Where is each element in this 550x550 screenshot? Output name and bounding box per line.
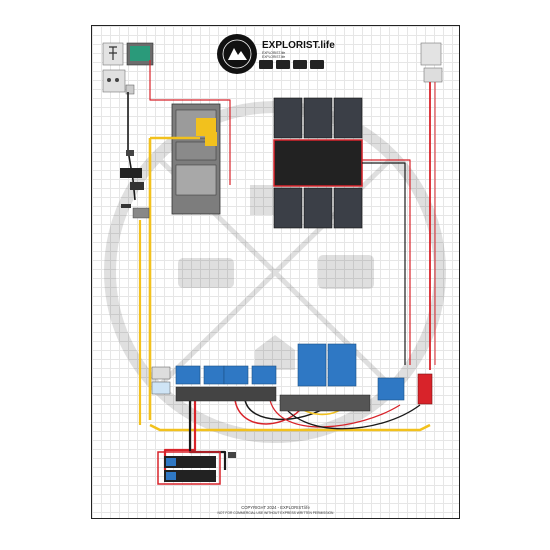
usage-notice: NOT FOR COMMERCIAL USE WITHOUT EXPRESS W…	[217, 511, 334, 515]
battery-bank	[157, 451, 236, 485]
header-badges	[259, 60, 324, 69]
component-row	[151, 343, 433, 412]
solar-array	[273, 97, 363, 229]
ac-distribution-panel	[171, 103, 221, 215]
ac-breaker-box	[102, 69, 126, 93]
small-inlet	[125, 84, 135, 95]
battery-monitor	[126, 42, 154, 66]
brand-title: EXPLORIST.life	[262, 40, 335, 51]
logo	[217, 34, 257, 74]
dc-disconnect	[420, 42, 443, 83]
shore-power-inlet	[102, 42, 124, 66]
left-fuses	[120, 150, 150, 219]
wires	[127, 60, 436, 470]
brand-subtitle: EXPLORIST.life EXPLORIST.life	[262, 51, 286, 59]
copyright-text: COPYRIGHT 2024 - EXPLORIST.life	[241, 505, 310, 510]
